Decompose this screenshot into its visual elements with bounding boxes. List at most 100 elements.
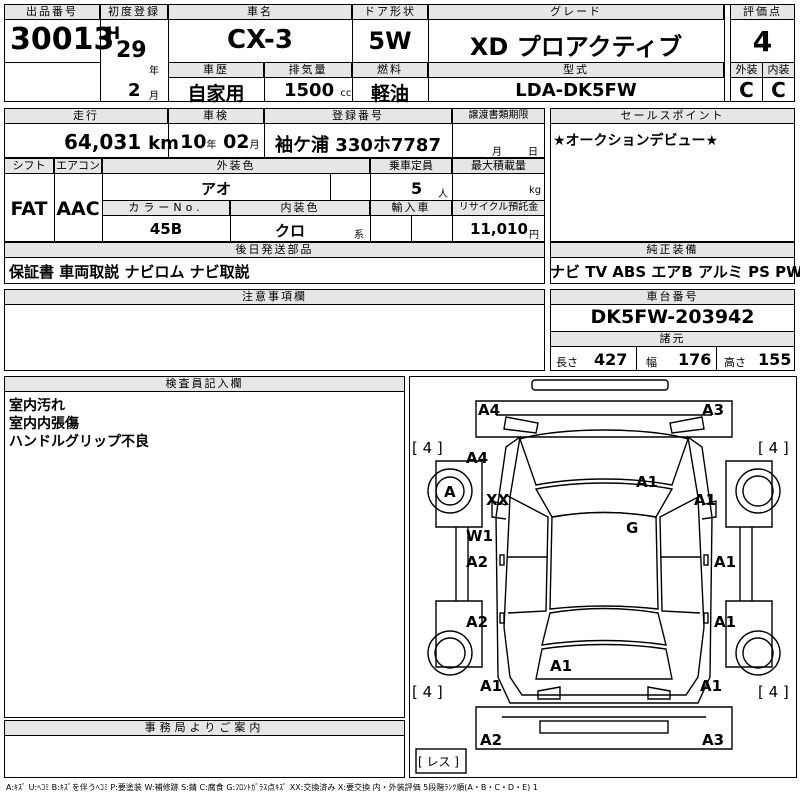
mark-left-front-door-w: W1 bbox=[466, 527, 493, 545]
spare-label: [ レス ] bbox=[418, 755, 459, 769]
interior-grade-value: C bbox=[771, 78, 786, 102]
capacity-header: 乗車定員 bbox=[370, 158, 452, 174]
mark-left-front-door: A2 bbox=[466, 553, 489, 571]
mark-rear-bumper-left: A2 bbox=[480, 731, 503, 749]
int-color-value: クロ bbox=[274, 222, 305, 240]
door-type: 5W bbox=[368, 27, 412, 55]
color-no-value: 45B bbox=[149, 220, 183, 238]
chassis-value: DK5FW-203942 bbox=[590, 306, 755, 328]
ext-color-header: 外装色 bbox=[102, 158, 370, 174]
height-value: 155 bbox=[758, 350, 792, 369]
transfer-header: 譲渡書類期限 bbox=[452, 108, 545, 124]
lot-number: 30013 bbox=[10, 22, 115, 57]
displacement-header: 排気量 bbox=[264, 62, 352, 78]
car-outline bbox=[415, 379, 781, 774]
tread-rear-right: [ 4 ] bbox=[758, 683, 789, 701]
inspector-line-3: ハンドルグリップ不良 bbox=[9, 434, 149, 450]
sales-point-text: ★オークションデビュー★ bbox=[553, 133, 719, 149]
width-value: 176 bbox=[678, 350, 712, 369]
recycle-value: 11,010 bbox=[470, 220, 528, 238]
exterior-grade-value: C bbox=[739, 78, 754, 102]
mark-tailgate: A1 bbox=[550, 657, 573, 675]
int-color-suffix: 系 bbox=[354, 230, 364, 241]
length-value: 427 bbox=[594, 350, 628, 369]
aircon-value: AAC bbox=[56, 198, 100, 220]
length-label: 長さ bbox=[556, 356, 578, 369]
mark-hood-xx: XX bbox=[486, 491, 510, 509]
first-reg-header: 初度登録 bbox=[100, 4, 168, 20]
mark-right-fender: A1 bbox=[694, 491, 717, 509]
transfer-month-unit: 月 bbox=[492, 147, 502, 158]
inspector-header: 検査員記入欄 bbox=[4, 376, 405, 392]
mark-right-rear-fender: A1 bbox=[700, 677, 723, 695]
tread-rear-left: [ 4 ] bbox=[412, 683, 443, 701]
later-parts-value: 保証書 車両取説 ナビロム ナビ取説 bbox=[9, 263, 250, 281]
max-load-unit: kg bbox=[529, 185, 542, 196]
model-code-value: LDA-DK5FW bbox=[515, 80, 637, 101]
damage-legend: A:ｷｽﾞ U:ﾍｺﾐ B:ｷｽﾞを伴うﾍｺﾐ P:要塗装 W:補修跡 S:錆 … bbox=[6, 783, 538, 792]
interior-grade-header: 内装 bbox=[762, 62, 795, 78]
model-name: CX-3 bbox=[227, 25, 293, 55]
inspection-value: 10年 02月 bbox=[180, 131, 260, 153]
specs-header: 諸元 bbox=[550, 331, 795, 347]
mark-left-rear-door: A2 bbox=[466, 613, 489, 631]
fuel-header: 燃料 bbox=[352, 62, 428, 78]
mark-roof-glass: G bbox=[626, 519, 639, 537]
height-label: 高さ bbox=[724, 356, 746, 369]
car-damage-diagram: [ 4 ] [ 4 ] [ 4 ] [ 4 ] [ レス ] A4 A3 A4 … bbox=[409, 376, 797, 778]
aircon-header: エアコン bbox=[54, 158, 102, 174]
first-reg-month: 2 bbox=[128, 80, 141, 101]
ext-color-value: アオ bbox=[200, 180, 231, 198]
mileage-value: 64,031 km bbox=[64, 130, 179, 154]
capacity-value: 5 bbox=[411, 179, 423, 198]
lot-header: 出品番号 bbox=[4, 4, 100, 20]
fuel-value: 軽油 bbox=[370, 83, 409, 105]
history-header: 車歴 bbox=[168, 62, 264, 78]
mark-left-front-wheel: A bbox=[444, 483, 456, 501]
history-value: 自家用 bbox=[187, 83, 245, 105]
int-color-header: 内装色 bbox=[230, 200, 370, 216]
inspector-block bbox=[4, 376, 405, 718]
mileage-header: 走行 bbox=[4, 108, 168, 124]
capacity-unit: 人 bbox=[438, 189, 448, 200]
mark-front-bumper-right: A3 bbox=[702, 401, 725, 419]
registration-value: 袖ケ浦 330ホ7787 bbox=[275, 135, 441, 156]
top-info-block bbox=[4, 4, 795, 102]
grade-value: XD プロアクティブ bbox=[469, 33, 683, 61]
tread-front-left: [ 4 ] bbox=[412, 439, 443, 457]
first-reg-year: 29 bbox=[116, 38, 147, 63]
color-no-header: カラーNo. bbox=[102, 200, 230, 216]
equipment-header: 純正装備 bbox=[550, 242, 795, 258]
score-value: 4 bbox=[752, 25, 773, 58]
equipment-value: ナビ TV ABS エアB アルミ PS PW bbox=[550, 263, 800, 281]
score-header: 評価点 bbox=[730, 4, 795, 20]
chassis-header: 車台番号 bbox=[550, 289, 795, 305]
first-reg-year-unit: 年 bbox=[149, 66, 159, 77]
shift-value: FAT bbox=[10, 198, 48, 220]
recycle-unit: 円 bbox=[529, 230, 539, 241]
recycle-header: リサイクル預託金 bbox=[452, 200, 545, 216]
mark-left-fender: A4 bbox=[466, 449, 489, 467]
inspector-line-1: 室内汚れ bbox=[9, 398, 65, 414]
exterior-grade-header: 外装 bbox=[730, 62, 763, 78]
model-header: 車名 bbox=[168, 4, 352, 20]
mark-windshield: A1 bbox=[636, 473, 659, 491]
transfer-day-unit: 日 bbox=[528, 147, 538, 158]
office-header: 事務局よりご案内 bbox=[4, 720, 405, 736]
width-label: 幅 bbox=[646, 356, 657, 369]
max-load-header: 最大積載量 bbox=[452, 158, 545, 174]
mark-right-front-door: A1 bbox=[714, 553, 737, 571]
sales-point-block bbox=[550, 108, 795, 242]
mark-right-rear-door: A1 bbox=[714, 613, 737, 631]
later-parts-header: 後日発送部品 bbox=[4, 242, 545, 258]
first-reg-era: H bbox=[106, 24, 121, 44]
inspector-line-2: 室内内張傷 bbox=[9, 416, 79, 432]
mark-front-bumper-left: A4 bbox=[478, 401, 501, 419]
mark-rear-bumper-right: A3 bbox=[702, 731, 725, 749]
inspection-header: 車検 bbox=[168, 108, 264, 124]
notes-header: 注意事項欄 bbox=[4, 289, 545, 305]
model-code-header: 型式 bbox=[428, 62, 724, 78]
registration-header: 登録番号 bbox=[264, 108, 452, 124]
import-header: 輸入車 bbox=[370, 200, 452, 216]
mark-left-rear-fender: A1 bbox=[480, 677, 503, 695]
